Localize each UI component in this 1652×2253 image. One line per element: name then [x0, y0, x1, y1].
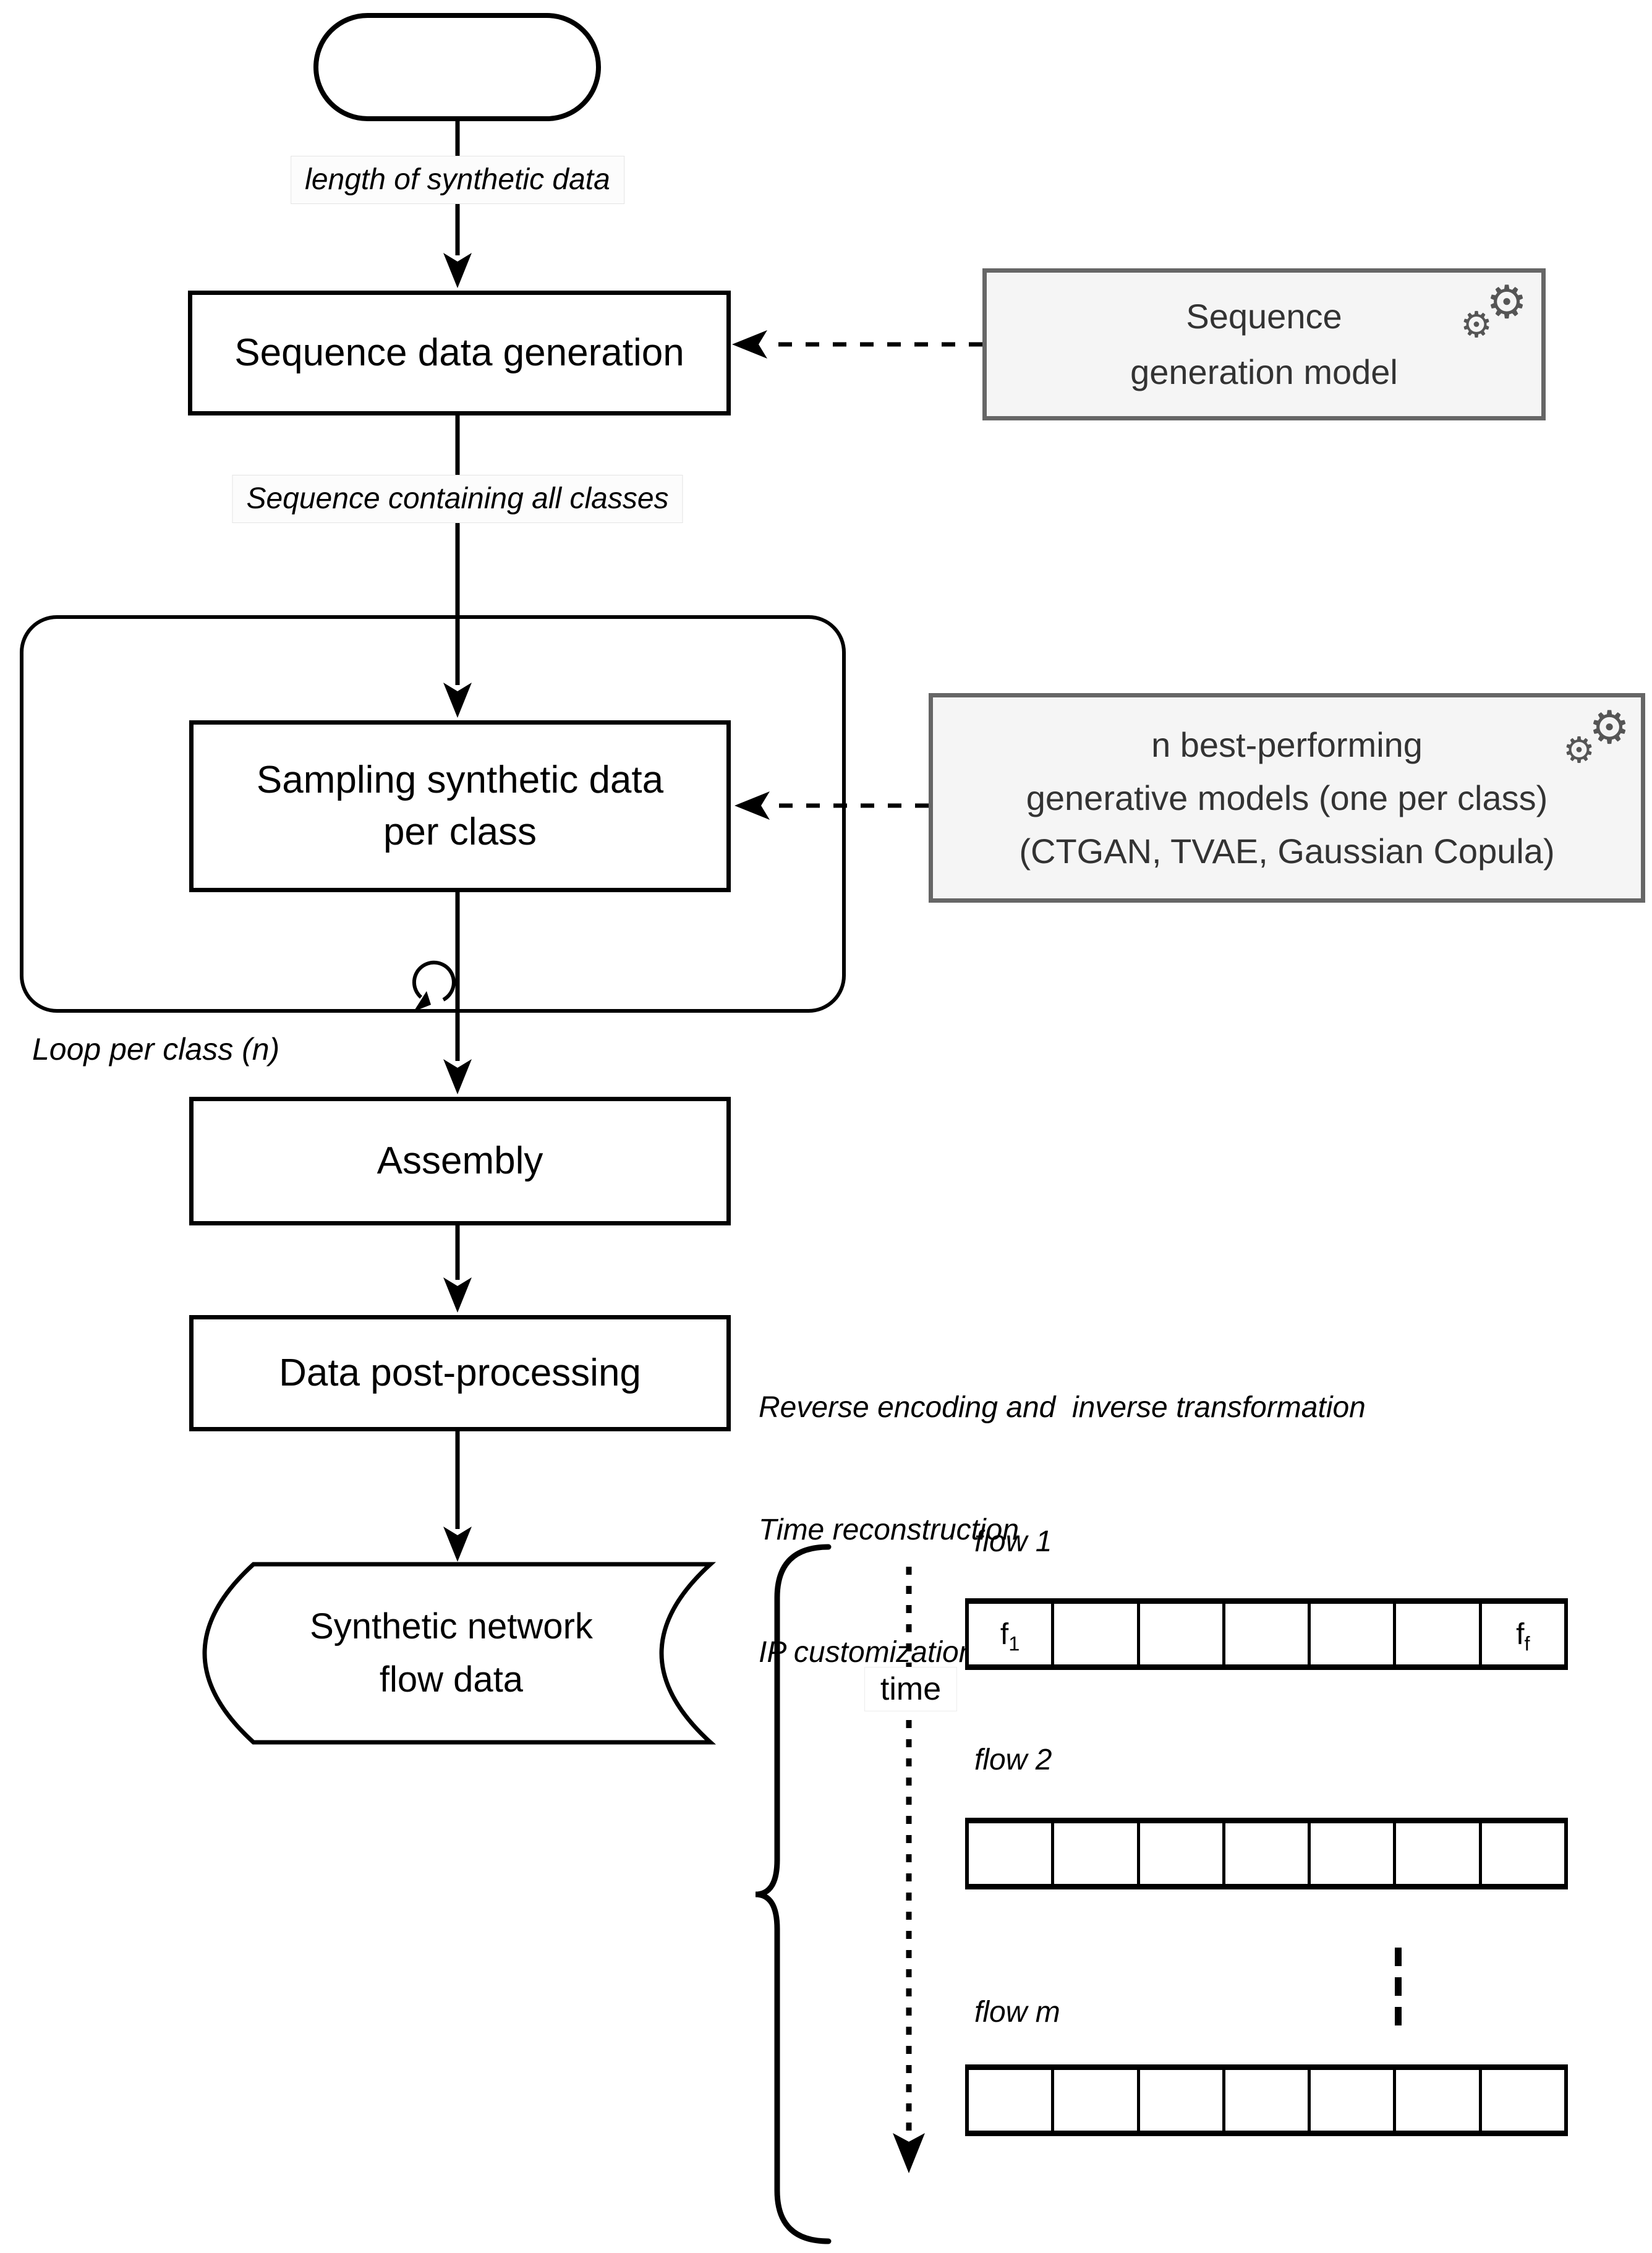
flow-cell — [1140, 1604, 1225, 1664]
flow-cell — [1054, 1604, 1140, 1664]
loop-per-class-label: Loop per class (n) — [32, 1032, 280, 1067]
gear-icon: ⚙ — [1563, 729, 1595, 771]
flow-cell — [1396, 1823, 1482, 1884]
class-models-line3: (CTGAN, TVAE, Gaussian Copula) — [1019, 831, 1555, 871]
sequence-data-generation-label: Sequence data generation — [234, 331, 684, 374]
flow-cell: f1 — [969, 1604, 1055, 1664]
flow-cell — [1311, 1823, 1397, 1884]
arrowhead-sequence-model — [732, 330, 767, 359]
flow-cell — [1054, 1823, 1140, 1884]
flow-cell — [969, 1823, 1055, 1884]
flow-cell — [1482, 2070, 1564, 2131]
arrowhead-assembly-to-postprocessing — [443, 1277, 472, 1313]
gears-icon: ⚙ ⚙ — [1460, 279, 1535, 347]
arrowhead-class-models — [734, 791, 770, 820]
post-processing-label: Data post-processing — [279, 1352, 641, 1394]
flow-1-label: flow 1 — [974, 1525, 1052, 1558]
first-cell-base: f — [1000, 1617, 1009, 1651]
note-line-1: Reverse encoding and inverse transformat… — [759, 1391, 1366, 1424]
flow-cell — [1482, 1823, 1564, 1884]
flow-1-row: f1 ff — [965, 1598, 1568, 1670]
sequence-data-generation-node: Sequence data generation — [188, 291, 731, 415]
flow-2-row — [965, 1818, 1568, 1889]
flow-cell: ff — [1482, 1604, 1564, 1664]
sequence-model-line1: Sequence — [1186, 297, 1342, 336]
time-axis-arrowhead — [893, 2133, 925, 2173]
flow-cell — [1396, 2070, 1482, 2131]
flow-cell — [1311, 2070, 1397, 2131]
first-cell-sub: 1 — [1008, 1632, 1020, 1655]
arrowhead-sequence-to-sampling — [443, 683, 472, 718]
sampling-node: Sampling synthetic data per class — [189, 720, 731, 892]
flow-cell — [1225, 1604, 1311, 1664]
arrowhead-postprocessing-to-output — [443, 1527, 472, 1562]
flow-cell — [1054, 2070, 1140, 2131]
arrowhead-start-to-sequence — [443, 253, 472, 288]
last-cell-sub: f — [1524, 1632, 1530, 1655]
flow-cell — [1140, 2070, 1225, 2131]
note-line-2: Time reconstruction — [759, 1514, 1020, 1546]
gear-icon: ⚙ — [1460, 304, 1492, 346]
time-label: time — [864, 1667, 957, 1711]
vertical-dots-icon — [1395, 1977, 1402, 1996]
gears-icon: ⚙ ⚙ — [1563, 705, 1637, 773]
flow-m-label: flow m — [974, 1996, 1060, 2029]
sequence-model-box: Sequence generation model — [982, 268, 1546, 420]
assembly-label: Assembly — [377, 1139, 543, 1182]
sampling-label-line1: Sampling synthetic data — [256, 759, 664, 801]
sampling-label-line2: per class — [383, 811, 537, 853]
class-models-line2: generative models (one per class) — [1026, 778, 1548, 817]
class-models-line1: n best-performing — [1151, 725, 1423, 764]
flow-cell — [1311, 1604, 1397, 1664]
last-cell-base: f — [1516, 1617, 1525, 1651]
note-line-3: IP customization — [759, 1636, 976, 1669]
class-models-box: n best-performing generative models (one… — [929, 693, 1645, 903]
output-node-label: Synthetic network flow data — [235, 1600, 668, 1706]
post-processing-notes: Reverse encoding and inverse transformat… — [759, 1306, 1366, 1755]
assembly-node: Assembly — [189, 1097, 731, 1225]
post-processing-node: Data post-processing — [189, 1315, 731, 1431]
flow-2-label: flow 2 — [974, 1744, 1052, 1776]
output-line1: Synthetic network — [310, 1606, 593, 1646]
gear-icon: ⚙ — [1486, 276, 1528, 329]
edge-label-sequence-classes: Sequence containing all classes — [232, 475, 683, 523]
stored-data-shape — [202, 1562, 717, 1745]
start-node — [313, 13, 601, 121]
flow-m-row — [965, 2064, 1568, 2136]
flow-cell — [1225, 1823, 1311, 1884]
output-line2: flow data — [379, 1659, 524, 1700]
sequence-model-line2: generation model — [1130, 352, 1398, 391]
vertical-dots-icon — [1395, 1948, 1402, 1966]
arrowhead-sampling-to-assembly — [443, 1059, 472, 1094]
curly-brace — [755, 1544, 832, 2244]
flow-cell — [1140, 1823, 1225, 1884]
flow-cell — [969, 2070, 1055, 2131]
flow-cell — [1225, 2070, 1311, 2131]
flow-cell — [1396, 1604, 1482, 1664]
gear-icon: ⚙ — [1589, 701, 1630, 754]
edge-label-length: length of synthetic data — [291, 156, 624, 204]
loop-container — [20, 615, 846, 1013]
loop-icon — [412, 960, 456, 1012]
vertical-dots-icon — [1395, 2007, 1402, 2025]
